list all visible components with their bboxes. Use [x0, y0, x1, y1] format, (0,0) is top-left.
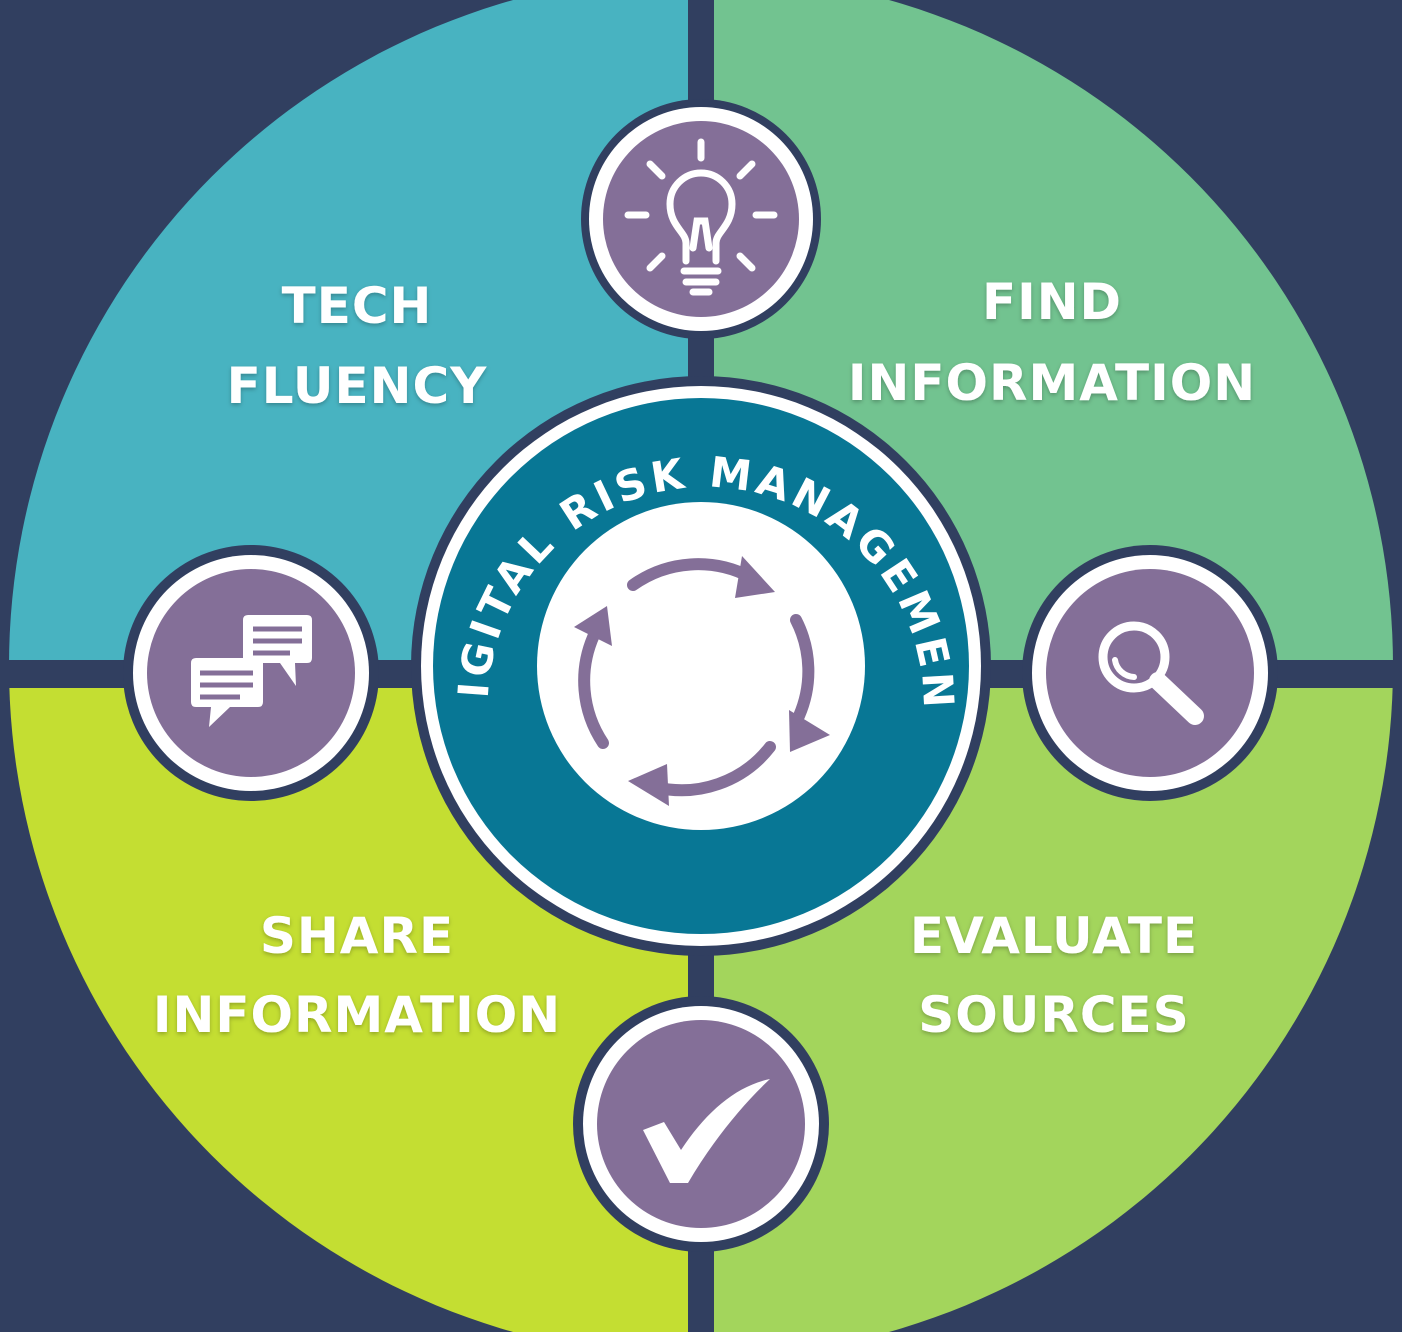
evaluate-sources-line2: SOURCES	[918, 986, 1189, 1044]
lightbulb-icon	[624, 138, 778, 296]
checkmark-icon	[643, 1079, 770, 1183]
find-information-line2: INFORMATION	[848, 354, 1256, 412]
evaluate-sources-line1: EVALUATE	[910, 907, 1198, 965]
find-information-line1: FIND	[982, 273, 1122, 331]
magnifying-glass-icon-badge	[1022, 545, 1278, 801]
checkmark-icon-badge	[573, 996, 829, 1252]
magnifying-glass-icon	[1098, 621, 1204, 725]
chat-bubbles-icon-badge	[123, 545, 379, 801]
tech-fluency-line2: FLUENCY	[227, 357, 488, 415]
chat-bubbles-icon	[191, 615, 312, 727]
share-information-line1: SHARE	[260, 907, 454, 965]
share-information-line2: INFORMATION	[153, 986, 561, 1044]
tech-fluency-line1: TECH	[282, 277, 433, 335]
lightbulb-icon-badge	[581, 99, 821, 339]
cycle-arrows-icon	[574, 556, 830, 806]
